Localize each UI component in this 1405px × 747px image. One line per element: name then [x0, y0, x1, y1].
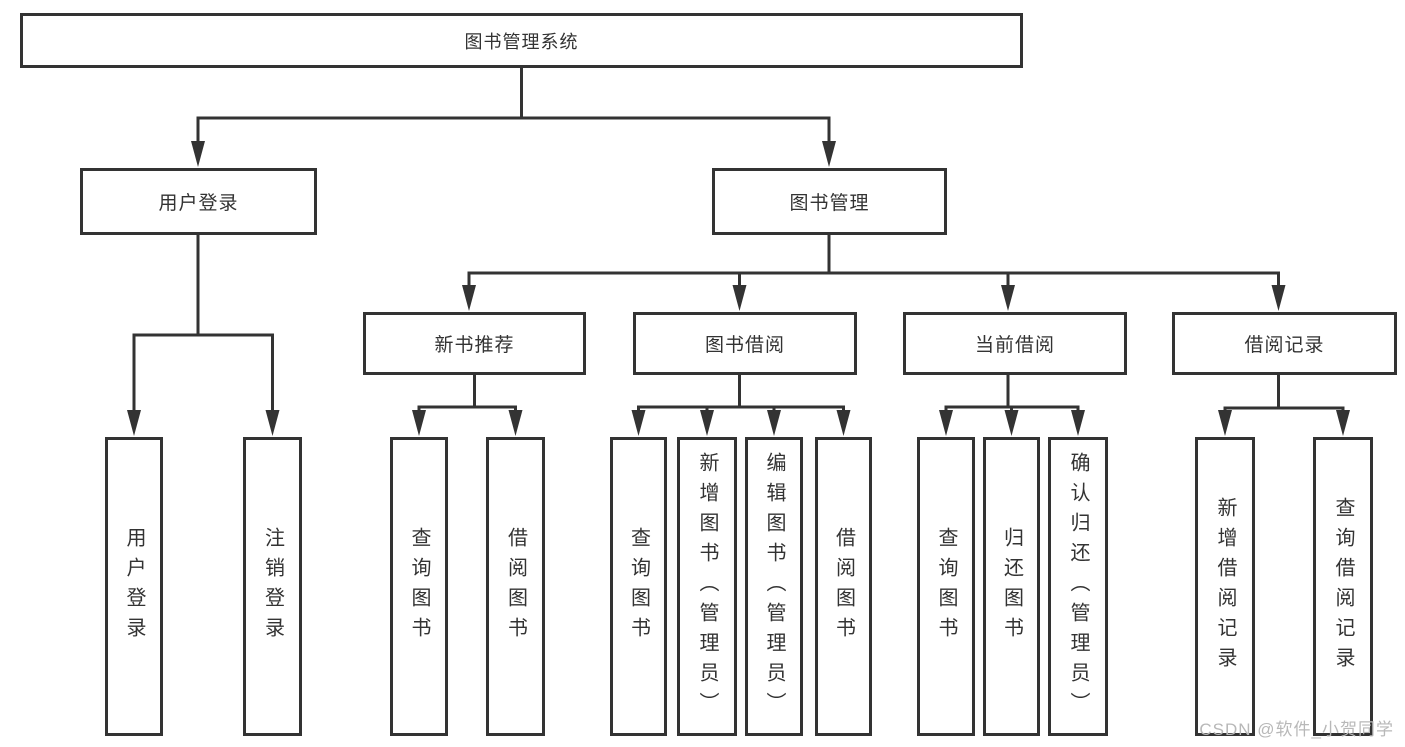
connector-root-to-level2: [196, 68, 831, 145]
leaf-label: 用户登录: [123, 526, 145, 647]
leaf-confirm-return-admin: 确认归还（管理员）: [1048, 437, 1108, 736]
leaf-label: 注销登录: [261, 526, 284, 647]
node-root-library-system: 图书管理系统: [20, 13, 1023, 68]
node-book-borrowing: 图书借阅: [633, 312, 857, 375]
connector-records-children: [1223, 375, 1345, 414]
node-label: 图书管理系统: [464, 31, 579, 52]
node-label: 新书推荐: [434, 335, 515, 356]
leaf-add-borrow-record: 新增借阅记录: [1195, 437, 1255, 736]
node-new-book-recommendation: 新书推荐: [363, 312, 586, 375]
connector-book-borrow-children: [637, 375, 845, 414]
leaf-add-books-admin: 新增图书（管理员）: [677, 437, 737, 736]
leaf-label: 查询图书: [408, 526, 430, 647]
leaf-search-books-borrowing: 查询图书: [610, 437, 667, 736]
node-book-management: 图书管理: [712, 168, 947, 235]
node-label: 图书借阅: [704, 335, 785, 356]
node-label: 图书管理: [789, 193, 870, 214]
leaf-label: 查询借阅记录: [1332, 496, 1354, 677]
leaf-search-books-recommend: 查询图书: [390, 437, 448, 736]
leaf-label: 编辑图书（管理员）: [763, 451, 785, 722]
leaf-edit-books-admin: 编辑图书（管理员）: [745, 437, 803, 736]
node-borrowing-records: 借阅记录: [1172, 312, 1397, 375]
leaf-borrow-books: 借阅图书: [815, 437, 872, 736]
node-label: 当前借阅: [974, 335, 1055, 356]
leaf-label: 归还图书: [1000, 526, 1023, 647]
connector-book-mgmt-children: [467, 235, 1280, 289]
connector-user-login-children: [132, 235, 274, 414]
leaf-label: 借阅图书: [504, 526, 527, 647]
leaf-label: 查询图书: [935, 526, 957, 647]
connector-current-children: [944, 375, 1080, 414]
leaf-label: 新增图书（管理员）: [696, 451, 718, 722]
node-label: 借阅记录: [1244, 335, 1325, 356]
csdn-watermark: CSDN @软件_小贺同学: [1199, 720, 1394, 739]
node-user-login: 用户登录: [80, 168, 317, 235]
node-label: 用户登录: [158, 193, 239, 214]
leaf-label: 查询图书: [627, 526, 650, 647]
leaf-label: 借阅图书: [832, 526, 855, 647]
leaf-search-books-current: 查询图书: [917, 437, 975, 736]
leaf-logout: 注销登录: [243, 437, 302, 736]
leaf-return-books: 归还图书: [983, 437, 1040, 736]
connector-new-book-children: [417, 375, 517, 414]
leaf-label: 确认归还（管理员）: [1067, 451, 1089, 722]
leaf-label: 新增借阅记录: [1214, 496, 1236, 677]
leaf-search-borrow-record: 查询借阅记录: [1313, 437, 1373, 736]
leaf-borrow-books-recommend: 借阅图书: [486, 437, 545, 736]
leaf-user-login: 用户登录: [105, 437, 163, 736]
node-current-borrowing: 当前借阅: [903, 312, 1127, 375]
